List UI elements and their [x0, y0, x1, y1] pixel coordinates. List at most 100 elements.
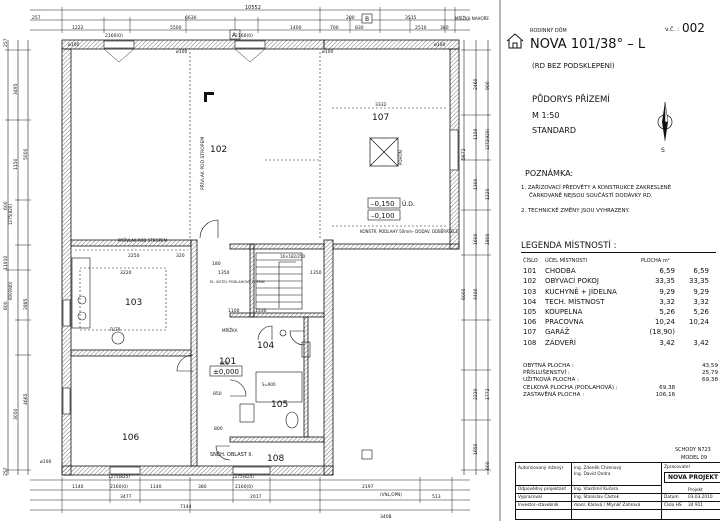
dim-right-11: 2220 — [473, 388, 479, 400]
height-4: ø100 — [40, 459, 51, 465]
kitchen-fittings — [71, 257, 125, 345]
dim-left-11: 257 — [3, 467, 9, 476]
dashed-beams — [75, 52, 448, 331]
label-grille: MŘÍŽKA — [222, 328, 238, 333]
dim-left-1: 3495 — [13, 83, 19, 95]
label-vent: MŘÍŽKA NAHOŘE — [455, 16, 489, 21]
title-block: Autorizovaný inženýr Ing. Zdeněk Chrenov… — [515, 462, 720, 520]
dim-top-8: 2160(0) — [235, 33, 253, 39]
dim-top-3: 200 — [346, 15, 355, 21]
dim-left-10: 11910 — [3, 256, 9, 270]
dim-bottom-3: 2160(0) — [235, 484, 253, 490]
dim-inner-1: 2250 — [128, 253, 140, 259]
dim-right-6: 1220 — [485, 188, 491, 200]
dim-right-2: 1150 — [473, 128, 479, 140]
dim-left-6: 2885 — [23, 298, 29, 310]
title-panel: RODINNÝ DŮM NOVA 101/38° – L (RD BEZ POD… — [505, 0, 720, 521]
section-markers — [229, 13, 373, 460]
height-2: ø100 — [322, 49, 333, 55]
house-icon — [506, 33, 524, 49]
dim-top-12: 2510 — [415, 25, 427, 31]
label-ceiling-beam: PŘÍVLAK POD STROPEM — [198, 137, 206, 190]
dim-bottom-7: 2197 — [362, 484, 374, 490]
legend-col-no: ČÍSLO — [523, 258, 538, 265]
dim-bottom-5: 1275(825) — [108, 474, 130, 479]
room-108: 108 — [267, 454, 284, 464]
legend-title: LEGENDA MÍSTNOSTÍ : — [521, 241, 617, 251]
dim-right-8: 1600 — [473, 233, 479, 245]
dim-top-9: 1400 — [290, 25, 302, 31]
label-boiler: EL. KOTEL PODLAHOVÉ TOPENÍ — [210, 279, 265, 284]
dim-inner-7: 180 — [212, 261, 221, 267]
room-106: 106 — [122, 433, 139, 443]
dimension-lines — [5, 7, 491, 513]
dim-right-10: 4400 — [473, 288, 479, 300]
legend-col-name: ÚČEL MÍSTNOSTI — [545, 258, 588, 265]
north-arrow-icon — [657, 101, 673, 142]
label-filter: FILTR — [110, 327, 121, 332]
dim-top-11: 830 — [355, 25, 364, 31]
dim-bottom-2: 1140 — [150, 484, 162, 490]
dim-bottom-13: 3408 — [380, 514, 392, 520]
dim-top-1: 257 — [32, 15, 41, 21]
drawing-variant: STANDARD — [532, 126, 577, 135]
dim-left-9: 4665 — [23, 393, 29, 405]
authors-2: Ing. David Ondra — [574, 472, 611, 477]
dim-left-4: 600 — [3, 201, 9, 210]
dim-right-12: 1772 — [485, 388, 491, 400]
company-logo: NOVA PROJEKT — [664, 472, 720, 483]
dim-inner-0: 3332 — [375, 102, 387, 108]
plan-labels: 10552 257 6630 200 3515 1222 2160(0) 550… — [3, 5, 491, 520]
dim-inner-4: 1350 — [218, 270, 230, 276]
corner-marks — [204, 92, 214, 102]
dim-bottom-4: 380 — [198, 484, 207, 490]
dim-inner-11: 800 — [214, 426, 223, 432]
summary-row: UŽITKOVÁ PLOCHA :69,38 — [523, 377, 718, 384]
ud-label: Ú.D. — [402, 201, 415, 208]
dim-left-3: 1150 — [13, 158, 19, 170]
level-garage-1: –0,150 — [371, 200, 395, 208]
height-3: ø100 — [434, 42, 445, 48]
level-garage-2: –0,100 — [371, 212, 395, 220]
investor-label: Investor–stavebník — [518, 503, 559, 508]
floor-plan: 10552 257 6630 200 3515 1222 2160(0) 550… — [3, 0, 501, 521]
label-lintel: PRŮVLAK POD STROPEM — [118, 238, 168, 243]
notes-heading: POZNÁMKA: — [525, 169, 574, 178]
dim-bottom-8: (VNL,OPN) — [380, 492, 402, 497]
house-category: RODINNÝ DŮM — [530, 28, 567, 34]
dim-top-2: 6630 — [185, 15, 197, 21]
dim-bottom-11: 2017 — [250, 494, 262, 500]
staircase — [255, 252, 303, 310]
dim-inner-3: 3220 — [120, 270, 132, 276]
dim-bottom-6: 1275(825) — [232, 474, 254, 479]
room-104: 104 — [257, 341, 274, 351]
dim-top-5: 1222 — [72, 25, 84, 31]
dim-right-4: 1272(920) — [485, 129, 490, 150]
dim-top-6: 2160(0) — [105, 33, 123, 39]
dim-inner-8: 1350 — [310, 270, 322, 276]
dim-left-8: 600(940) — [8, 281, 13, 300]
north-label: S — [661, 147, 665, 154]
dim-bottom-1: 2160(0) — [110, 484, 128, 490]
garage-skylight — [369, 137, 399, 167]
summary-row: OBYTNÁ PLOCHA :43,59 — [523, 362, 718, 369]
dim-inner-9: 850 — [213, 391, 222, 397]
room-105: 105 — [271, 400, 288, 410]
date-label: Datum — [664, 495, 679, 500]
number-label: Číslo HS — [664, 503, 682, 508]
dim-left-12: 3050 — [13, 408, 19, 420]
area-summary-table: OBYTNÁ PLOCHA :43,59 PŘÍSLUŠENSTVÍ :25,7… — [521, 362, 720, 398]
dim-top-10: 700 — [330, 25, 339, 31]
date: 03.03.2010 — [688, 495, 713, 500]
project-label: Projekt — [688, 488, 703, 493]
note-1: 1. ZAŘIZOVACÍ PŘEDVĚTY A KONSTRUKCE ZAKR… — [521, 185, 672, 191]
legend-header: ČÍSLO ÚČEL MÍSTNOSTI PLOCHA m² — [521, 256, 711, 266]
label-stairs: 16×182/250 — [280, 254, 306, 259]
stairs-spec: SCHODY N723 — [675, 447, 711, 453]
room-103: 103 — [125, 298, 142, 308]
dim-right-5: 1300 — [473, 178, 479, 190]
